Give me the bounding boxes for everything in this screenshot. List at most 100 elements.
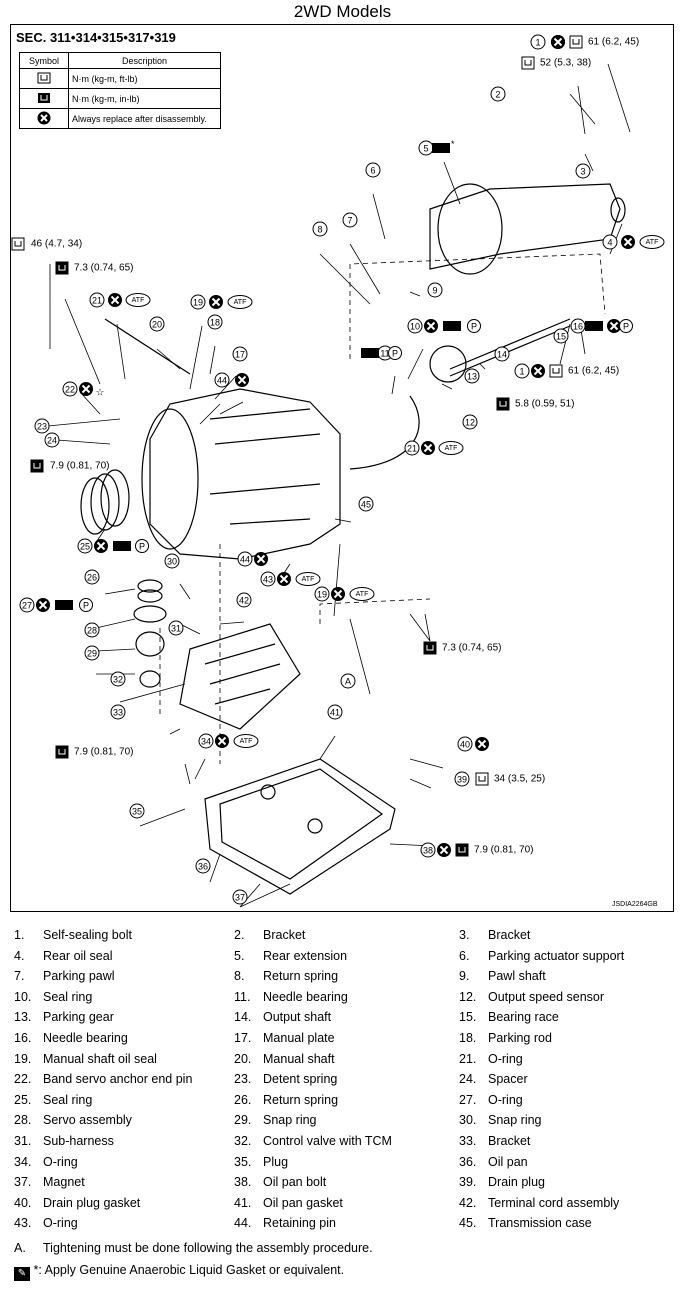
petroleum-jelly-icon <box>79 598 93 612</box>
legend-label: Detent spring <box>263 1072 338 1087</box>
torque-46: 46 (4.7, 34) <box>31 239 82 250</box>
manual-shaft-drawing <box>104 318 191 375</box>
legend-number: 10. <box>14 989 32 1004</box>
legend-label: Manual shaft oil seal <box>43 1051 157 1066</box>
legend-number: 6. <box>459 948 470 963</box>
callout-39 <box>454 771 470 787</box>
replace-x-mark <box>439 845 449 855</box>
callout-number-34: 34 <box>201 737 211 747</box>
replace-x-mark <box>211 297 221 307</box>
callout-43 <box>260 571 276 587</box>
legend-label: Drain plug gasket <box>43 1195 141 1210</box>
callout-number-19: 19 <box>193 298 203 308</box>
legend-label: Oil pan bolt <box>263 1175 327 1190</box>
callout-number-2: 2 <box>495 90 500 100</box>
legend-number: 37. <box>14 1175 32 1190</box>
replace-x-mark <box>81 384 91 394</box>
legend-label: Spacer <box>488 1072 528 1087</box>
wrench-glyph <box>572 39 580 45</box>
legend-number: 23. <box>234 1072 252 1087</box>
torque-79-bottom: 7.9 (0.81, 70) <box>74 747 133 758</box>
callout-18 <box>207 314 223 330</box>
callout-number-45: 45 <box>361 500 371 510</box>
callout-1 <box>530 34 546 50</box>
wrench-glyph <box>478 776 486 782</box>
p-label: P <box>623 322 629 332</box>
legend-label: Rear extension <box>263 948 348 963</box>
legend-number: 41. <box>234 1195 252 1210</box>
callout-number-14: 14 <box>497 350 507 360</box>
control-valve-drawing <box>179 623 301 730</box>
callout-22 <box>62 381 78 397</box>
callout-37 <box>232 889 248 905</box>
oil-pan-drawing <box>204 758 396 895</box>
legend-label: Control valve with TCM <box>263 1133 392 1148</box>
callout-number-35: 35 <box>132 807 142 817</box>
callout-number-16: 16 <box>573 322 583 332</box>
callout-number-29: 29 <box>87 649 97 659</box>
lube-icon <box>432 143 450 153</box>
atf-label: ATF <box>240 738 253 745</box>
legend-number: 14. <box>234 1010 252 1025</box>
callout-38 <box>420 842 436 858</box>
torque-wrench-small-icon <box>55 261 69 275</box>
legend-number: 33. <box>459 1133 477 1148</box>
torque-52: 52 (5.3, 38) <box>540 58 591 69</box>
legend-number: 5. <box>234 948 245 963</box>
atf-icon <box>639 235 665 249</box>
legend-number: 34. <box>14 1154 32 1169</box>
callout-number-30: 30 <box>167 557 177 567</box>
callout-2 <box>490 86 506 102</box>
atf-label: ATF <box>445 445 458 452</box>
petroleum-jelly-icon <box>619 319 633 333</box>
wrench-glyph <box>524 60 532 66</box>
star-mark: ☆ <box>96 388 105 399</box>
callout-number-44: 44 <box>240 555 250 565</box>
lube-icon <box>585 321 603 331</box>
callout-14 <box>494 346 510 362</box>
transmission-case-drawing <box>149 388 341 560</box>
p-label: P <box>471 322 477 332</box>
replace-x-mark <box>110 295 120 305</box>
legend-number: 28. <box>14 1113 32 1128</box>
legend-number: 15. <box>459 1010 477 1025</box>
legend-number: 11. <box>234 989 251 1004</box>
callout-number-12: 12 <box>465 418 475 428</box>
lube-icon <box>361 348 379 358</box>
lube-icon <box>443 321 461 331</box>
legend-label: Seal ring <box>43 989 93 1004</box>
replace-x-mark <box>237 375 247 385</box>
callout-number-17: 17 <box>235 350 245 360</box>
symbol-header: Symbol <box>19 52 69 69</box>
torque-73-left: 7.3 (0.74, 65) <box>74 263 133 274</box>
callout-number-7: 7 <box>347 216 352 226</box>
callout-number-24: 24 <box>47 436 57 446</box>
callout-6 <box>365 162 381 178</box>
exploded-view-diagram: 1234567891011121314151617181920212223242… <box>11 34 665 908</box>
torque-wrench-small-icon <box>423 641 437 655</box>
callout-number-11: 11 <box>380 349 389 359</box>
callout-number-1: 1 <box>519 367 524 377</box>
callout-33 <box>110 704 126 720</box>
legend-label: Bracket <box>263 928 306 942</box>
callout-number-31: 31 <box>171 624 181 634</box>
description-header: Description <box>68 52 221 69</box>
callout-19-alt <box>314 586 330 602</box>
rear-extension-drawing <box>429 183 621 270</box>
legend-label: Retaining pin <box>263 1216 336 1231</box>
replace-x-mark <box>533 366 543 376</box>
wrench-glyph <box>58 265 66 271</box>
callout-9 <box>427 282 443 298</box>
atf-icon <box>125 293 151 307</box>
callout-number-28: 28 <box>87 626 97 636</box>
atf-label: ATF <box>302 576 315 583</box>
legend-number: 26. <box>234 1092 252 1107</box>
note-a-text: Tightening must be done following the as… <box>43 1241 373 1255</box>
